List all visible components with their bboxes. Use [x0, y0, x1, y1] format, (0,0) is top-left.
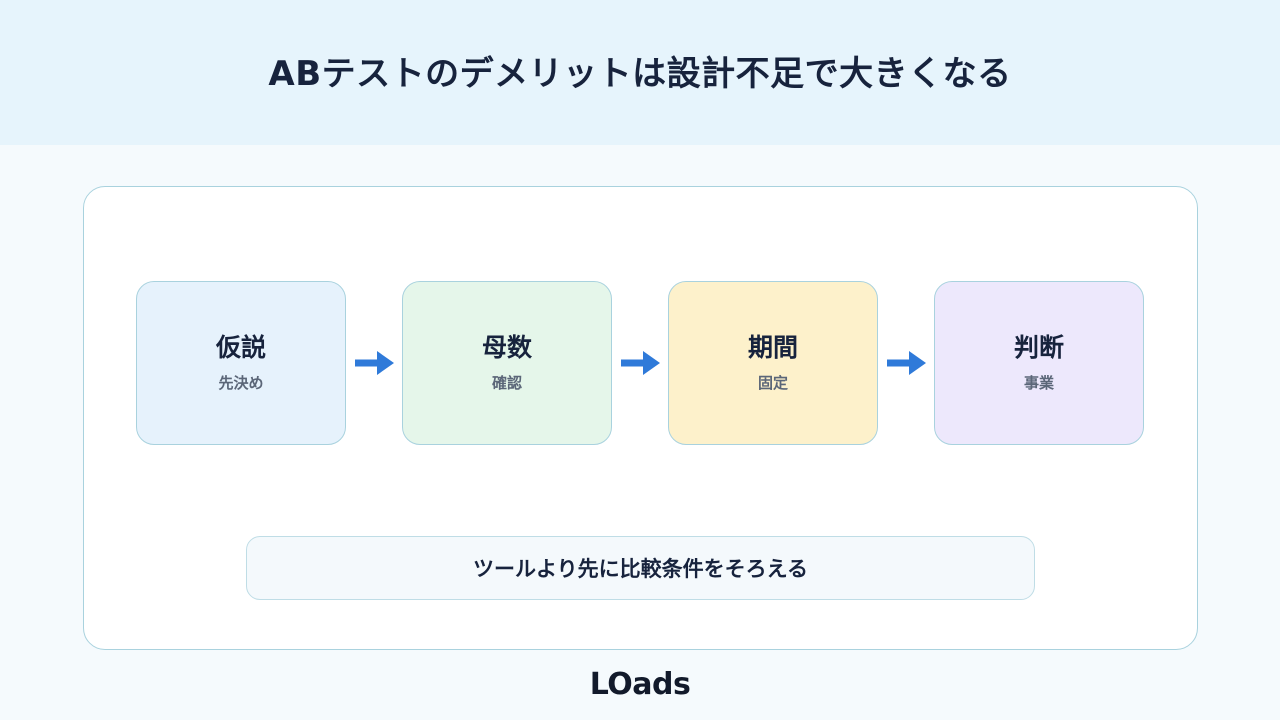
step-box-hypothesis: 仮説 先決め	[136, 281, 346, 445]
step-subtitle: 先決め	[218, 373, 264, 392]
step-title: 判断	[1013, 332, 1064, 362]
summary-note-text: ツールより先に比較条件をそろえる	[473, 557, 808, 581]
step-box-period: 期間 固定	[668, 281, 878, 445]
step-title: 仮説	[215, 332, 266, 362]
summary-note: ツールより先に比較条件をそろえる	[246, 536, 1035, 600]
step-title: 母数	[481, 332, 532, 362]
arrow-right-icon	[621, 351, 660, 375]
step-box-judgment: 判断 事業	[934, 281, 1144, 445]
step-box-sample-size: 母数 確認	[402, 281, 612, 445]
arrow-right-icon	[355, 351, 394, 375]
header-banner: ABテストのデメリットは設計不足で大きくなる	[0, 0, 1280, 145]
step-subtitle: 事業	[1023, 373, 1054, 392]
step-subtitle: 確認	[491, 373, 522, 392]
brand-logo-text: LOads	[589, 666, 691, 702]
step-subtitle: 固定	[757, 373, 788, 392]
brand-logo: LOads	[0, 664, 1280, 704]
arrow-right-icon	[887, 351, 926, 375]
page-title: ABテストのデメリットは設計不足で大きくなる	[268, 54, 1012, 94]
step-title: 期間	[747, 332, 798, 362]
